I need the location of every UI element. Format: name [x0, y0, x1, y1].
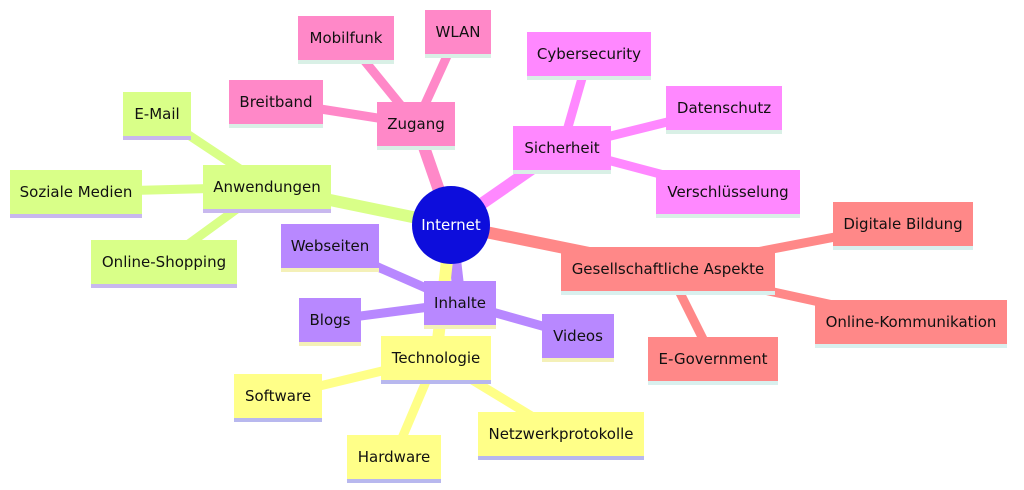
node-software-label: Software: [244, 387, 312, 405]
branch-node-technologie-label: Technologie: [391, 349, 481, 367]
node-breitband-label: Breitband: [239, 93, 313, 111]
node-netzwerkprotokolle-underline: [478, 456, 644, 460]
node-software: Software: [234, 374, 322, 422]
node-wlan-label: WLAN: [435, 23, 481, 41]
node-e-government: E-Government: [648, 337, 778, 385]
branch-node-sicherheit: Sicherheit: [513, 126, 611, 174]
node-verschlüsselung: Verschlüsselung: [656, 170, 800, 218]
node-webseiten: Webseiten: [281, 224, 379, 272]
node-blogs: Blogs: [299, 298, 361, 346]
branch-node-anwendungen: Anwendungen: [203, 165, 331, 213]
node-blogs-underline: [299, 342, 361, 346]
branch-node-technologie: Technologie: [381, 336, 491, 384]
branch-node-sicherheit-underline: [513, 170, 611, 174]
node-digitale-bildung-label: Digitale Bildung: [843, 215, 963, 233]
node-soziale-medien-label: Soziale Medien: [19, 183, 133, 201]
branch-node-anwendungen-label: Anwendungen: [213, 178, 321, 196]
branch-node-technologie-underline: [381, 380, 491, 384]
node-netzwerkprotokolle-label: Netzwerkprotokolle: [488, 425, 634, 443]
node-hardware-label: Hardware: [357, 448, 431, 466]
node-mobilfunk-underline: [298, 60, 394, 64]
node-e-government-underline: [648, 381, 778, 385]
node-webseiten-label: Webseiten: [290, 237, 370, 255]
node-hardware: Hardware: [347, 435, 441, 483]
branch-node-inhalte-underline: [424, 325, 496, 329]
node-cybersecurity: Cybersecurity: [527, 32, 651, 80]
node-e-mail: E-Mail: [123, 92, 191, 140]
node-hardware-underline: [347, 479, 441, 483]
node-digitale-bildung-underline: [833, 246, 973, 250]
branch-node-anwendungen-underline: [203, 209, 331, 213]
node-online-kommunikation: Online-Kommunikation: [815, 300, 1007, 348]
node-webseiten-underline: [281, 268, 379, 272]
node-software-underline: [234, 418, 322, 422]
node-netzwerkprotokolle: Netzwerkprotokolle: [478, 412, 644, 460]
node-verschlüsselung-label: Verschlüsselung: [667, 183, 789, 201]
node-cybersecurity-label: Cybersecurity: [536, 45, 642, 63]
node-e-mail-label: E-Mail: [134, 105, 180, 123]
node-digitale-bildung: Digitale Bildung: [833, 202, 973, 250]
node-online-shopping: Online-Shopping: [91, 240, 237, 288]
node-cybersecurity-underline: [527, 76, 651, 80]
node-wlan: WLAN: [425, 10, 491, 58]
node-online-kommunikation-label: Online-Kommunikation: [825, 313, 997, 331]
node-online-shopping-label: Online-Shopping: [101, 253, 227, 271]
branch-node-inhalte-label: Inhalte: [434, 294, 486, 312]
branch-node-zugang-underline: [377, 146, 455, 150]
root-node: Internet: [412, 186, 490, 264]
node-mobilfunk-label: Mobilfunk: [309, 29, 383, 47]
branch-node-gesellschaftliche-aspekte-underline: [561, 291, 775, 295]
branch-node-zugang-label: Zugang: [387, 115, 445, 133]
node-wlan-underline: [425, 54, 491, 58]
node-datenschutz: Datenschutz: [666, 86, 782, 134]
node-soziale-medien: Soziale Medien: [10, 170, 142, 218]
node-soziale-medien-underline: [10, 214, 142, 218]
branch-node-zugang: Zugang: [377, 102, 455, 150]
node-breitband: Breitband: [229, 80, 323, 128]
node-datenschutz-label: Datenschutz: [676, 99, 772, 117]
node-datenschutz-underline: [666, 130, 782, 134]
node-videos: Videos: [542, 314, 614, 362]
node-mobilfunk: Mobilfunk: [298, 16, 394, 64]
branch-node-sicherheit-label: Sicherheit: [524, 139, 600, 157]
branch-node-inhalte: Inhalte: [424, 281, 496, 329]
node-e-government-label: E-Government: [658, 350, 768, 368]
node-online-shopping-underline: [91, 284, 237, 288]
node-blogs-label: Blogs: [309, 311, 351, 329]
node-verschlüsselung-underline: [656, 214, 800, 218]
node-breitband-underline: [229, 124, 323, 128]
node-videos-label: Videos: [553, 327, 603, 345]
node-e-mail-underline: [123, 136, 191, 140]
node-online-kommunikation-underline: [815, 344, 1007, 348]
node-videos-underline: [542, 358, 614, 362]
branch-node-gesellschaftliche-aspekte: Gesellschaftliche Aspekte: [561, 247, 775, 295]
branch-node-gesellschaftliche-aspekte-label: Gesellschaftliche Aspekte: [571, 260, 765, 278]
